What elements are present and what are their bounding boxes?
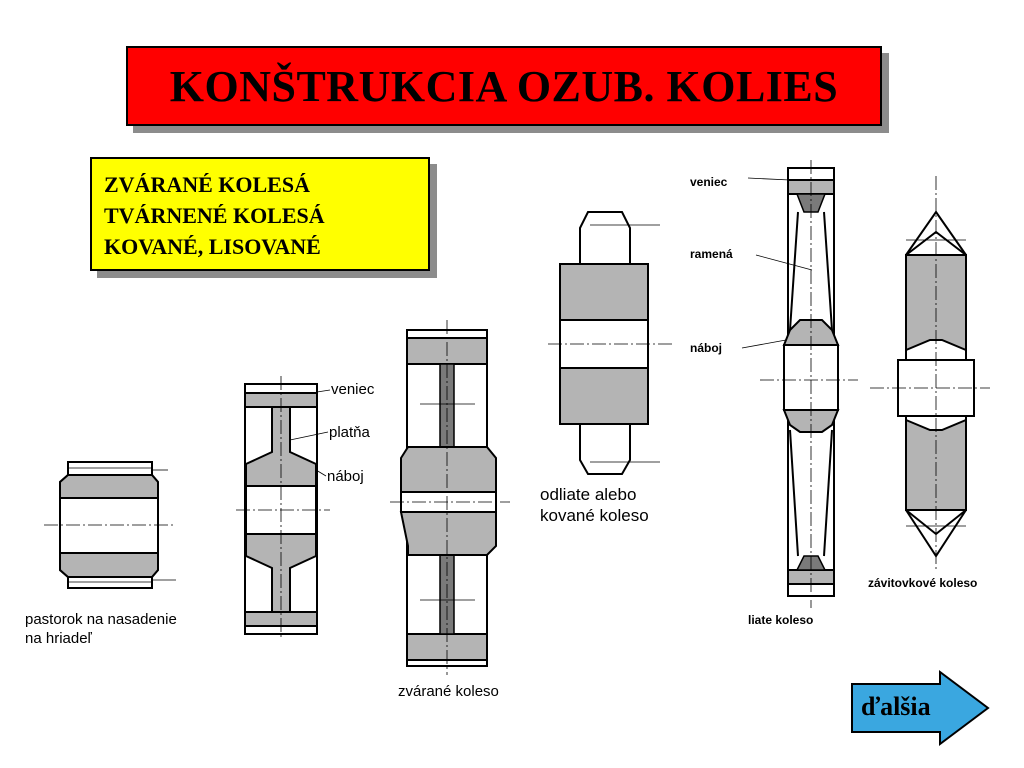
label-big-naboj: náboj [690,341,722,355]
welded-caption: zvárané koleso [398,683,499,700]
label-ramena: ramená [690,247,733,261]
wheel-types-box: ZVÁRANÉ KOLESÁ TVÁRNENÉ KOLESÁ KOVANÉ, L… [90,157,430,271]
cast-wheel-caption: liate koleso [748,613,813,627]
type-forged: KOVANÉ, LISOVANÉ [104,234,321,259]
forged-caption-2: kované koleso [540,506,649,525]
page-title: KONŠTRUKCIA OZUB. KOLIES [169,61,839,111]
web-wheel-drawing [236,376,331,640]
forged-caption-1: odliate alebo [540,485,636,504]
label-big-veniec: veniec [690,175,728,189]
forged-wheel-drawing [548,211,672,475]
cast-wheel-drawing [741,160,858,608]
title-banner: KONŠTRUKCIA OZUB. KOLIES [126,46,882,126]
label-platna: platňa [329,424,371,441]
next-button[interactable] [848,668,994,748]
pinion-caption-2: na hriadeľ [25,630,93,647]
label-veniec: veniec [331,381,375,398]
pinion-drawing [44,461,176,589]
next-button-label[interactable]: ďalšia [861,692,931,721]
welded-wheel-drawing [390,320,510,675]
type-welded: ZVÁRANÉ KOLESÁ [104,172,310,197]
type-formed: TVÁRNENÉ KOLESÁ [104,203,325,228]
worm-wheel-drawing [870,176,990,570]
pinion-caption-1: pastorok na nasadenie [25,611,177,628]
label-naboj: náboj [327,468,364,485]
worm-wheel-caption: závitovkové koleso [868,576,977,590]
